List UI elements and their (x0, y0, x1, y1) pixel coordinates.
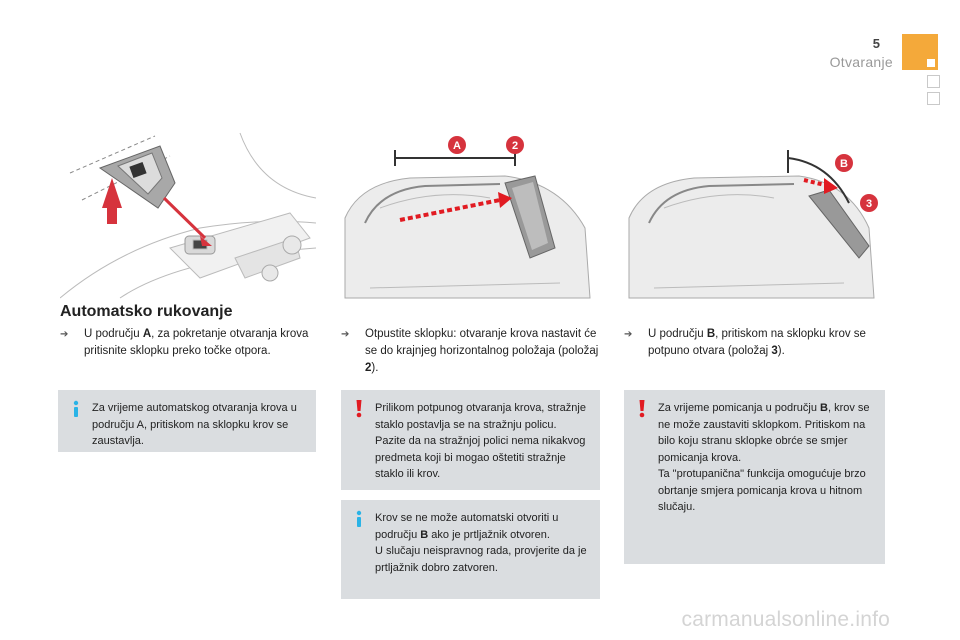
label-2: 2 (512, 140, 518, 152)
empty-square-icon (927, 92, 940, 105)
roof-opening-illustration-position-3: B 3 (624, 128, 880, 300)
roof-switch-illustration (59, 128, 317, 300)
label-2-badge (506, 136, 524, 154)
bullet-arrow-icon: ➔ (60, 329, 69, 340)
watermark: carmanualsonline.info (681, 608, 890, 631)
info-note-trunk: Krov se ne može automatski otvoriti u po… (341, 500, 600, 599)
label-a: A (453, 140, 461, 152)
warning-note-text: Prilikom potpunog otvaranja krova, straž… (375, 402, 586, 480)
page-number: 5 (872, 36, 880, 51)
chapter-tab (902, 34, 938, 70)
warning-icon (356, 400, 362, 418)
section-title: Automatsko rukovanje (60, 303, 233, 320)
label-a-badge (448, 136, 466, 154)
label-b: B (840, 158, 848, 170)
bullet-instruction-b: ➔ U području B, pritiskom na sklopku kro… (624, 328, 866, 357)
tab-marker-icon (927, 59, 935, 67)
bullet-instruction-release: ➔ Otpustite sklopku: otvaranje krova nas… (341, 328, 599, 374)
bullet-arrow-icon: ➔ (341, 329, 350, 340)
info-icon (73, 400, 79, 417)
bullet-instruction-a: ➔ U području A, za pokretanje otvaranja … (60, 328, 309, 357)
label-3-badge (860, 194, 878, 212)
info-icon (356, 510, 362, 527)
empty-square-icon (927, 75, 940, 88)
warning-note-rear-shelf: Prilikom potpunog otvaranja krova, straž… (341, 390, 600, 490)
chapter-title: Otvaranje (829, 54, 893, 70)
warning-icon (639, 400, 645, 418)
info-note-stop: Za vrijeme automatskog otvaranja krova u… (58, 390, 316, 452)
label-3: 3 (866, 198, 872, 210)
roof-opening-illustration-position-2: A 2 (340, 128, 595, 300)
label-b-badge (835, 154, 853, 172)
info-note-text: Za vrijeme automatskog otvaranja krova u… (92, 402, 297, 447)
warning-note-antipanic: Za vrijeme pomicanja u području B, krov … (624, 390, 885, 564)
bullet-arrow-icon: ➔ (624, 329, 633, 340)
